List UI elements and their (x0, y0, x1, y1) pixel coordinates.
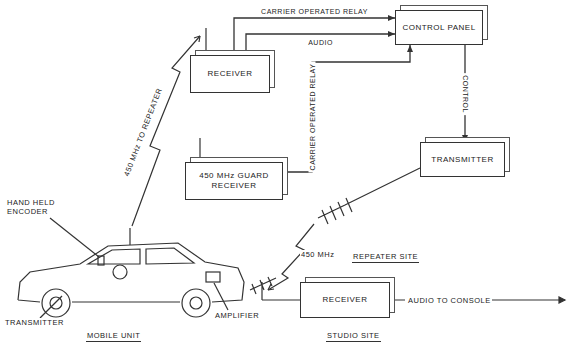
equipment-box: RECEIVER (190, 55, 270, 93)
equipment-box: TRANSMITTER (420, 142, 505, 177)
whip-antenna (199, 138, 200, 162)
signal-line (246, 34, 395, 55)
yagi-antenna (250, 277, 300, 300)
leader-line (214, 283, 228, 310)
equipment-box: RECEIVER (300, 282, 390, 318)
box-label: RECEIVER (319, 293, 372, 307)
text-label: 450 MHz (300, 250, 336, 259)
signal-line (283, 45, 410, 172)
amplifier-box (206, 272, 220, 282)
box-label: 450 MHz GUARD RECEIVER (186, 169, 282, 192)
car-antenna (129, 228, 130, 245)
car-wheel (42, 289, 70, 317)
equipment-box: CONTROL PANEL (395, 10, 483, 45)
equipment-box: 450 MHz GUARD RECEIVER (185, 162, 283, 200)
box-label: CONTROL PANEL (398, 21, 479, 35)
leader-line (50, 218, 99, 257)
car-body (18, 243, 244, 302)
line-label: CARRIER OPERATED RELAY (259, 8, 370, 15)
box-label: RECEIVER (204, 67, 257, 81)
line-label: CARRIER OPERATED RELAY (309, 62, 316, 173)
yagi-antenna (318, 168, 420, 224)
leader-line (40, 296, 62, 318)
whip-antenna (205, 28, 206, 55)
car-window (88, 248, 194, 264)
box-label: TRANSMITTER (427, 153, 497, 167)
text-label: REPEATER SITE (352, 252, 419, 263)
car-wheel (182, 289, 210, 317)
text-label: MOBILE UNIT (86, 331, 141, 342)
text-label: AMPLIFIER (214, 311, 260, 320)
line-label: AUDIO (306, 39, 335, 46)
text-label: HAND HELD ENCODER (6, 198, 66, 216)
text-label: AUDIO TO CONSOLE (407, 296, 492, 305)
encoder (98, 256, 104, 265)
text-label: STUDIO SITE (326, 331, 381, 342)
line-label: CONTROL (462, 73, 469, 115)
signal-line (234, 18, 395, 55)
text-label: TRANSMITTER (4, 318, 65, 327)
steering-wheel (113, 265, 127, 279)
text-label: 450 MHz TO REPEATER (122, 86, 165, 179)
